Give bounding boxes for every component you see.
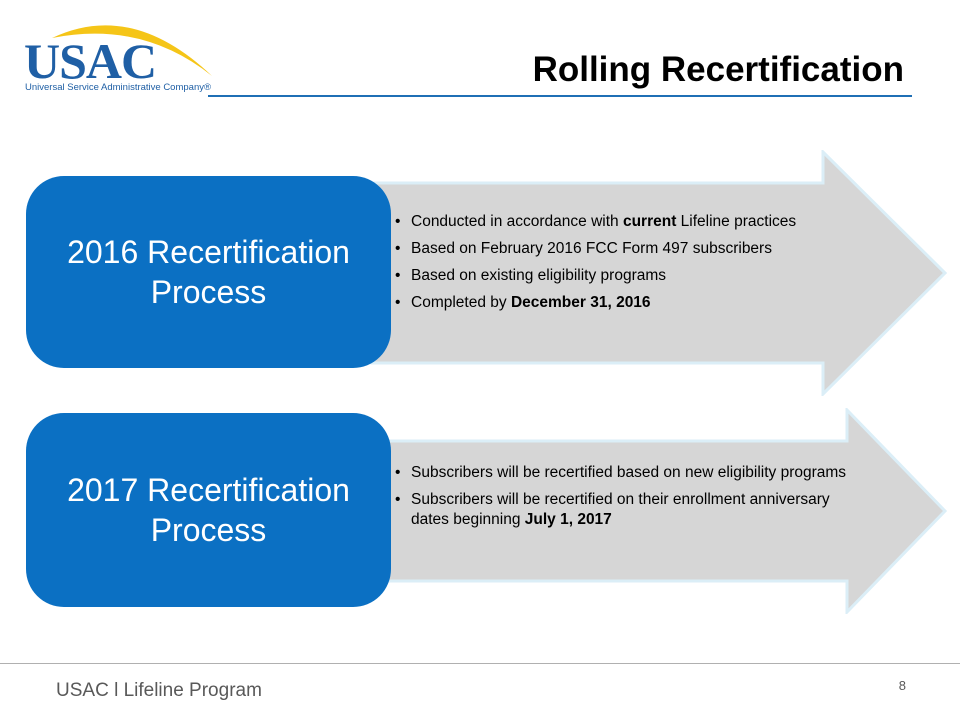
- panel-2017-heading-box: 2017 Recertification Process: [26, 413, 391, 607]
- title-underline: [208, 95, 912, 97]
- panel-2017-heading-line1: 2017 Recertification: [67, 472, 350, 508]
- logo-subtitle: Universal Service Administrative Company…: [25, 82, 211, 93]
- footer-program-label: USAC l Lifeline Program: [56, 680, 262, 701]
- panel-2016-heading-line2: Process: [150, 274, 267, 310]
- panel-2016-heading-line1: 2016 Recertification: [67, 234, 350, 270]
- panel-2016-bullets: Conducted in accordance with current Lif…: [395, 212, 855, 320]
- slide-title: Rolling Recertification: [532, 50, 904, 89]
- usac-logo: USAC Universal Service Administrative Co…: [22, 18, 222, 96]
- bullet-item: Conducted in accordance with current Lif…: [395, 212, 855, 232]
- panel-2016-heading-box: 2016 Recertification Process: [26, 176, 391, 368]
- logo-text: USAC: [24, 33, 157, 89]
- panel-2017-heading-line2: Process: [150, 512, 267, 548]
- bullet-item: Completed by December 31, 2016: [395, 293, 855, 313]
- bullet-item: Subscribers will be recertified on their…: [395, 490, 865, 530]
- page-number: 8: [898, 678, 906, 693]
- footer-divider: [0, 663, 960, 664]
- bullet-item: Based on February 2016 FCC Form 497 subs…: [395, 239, 855, 259]
- bullet-item: Based on existing eligibility programs: [395, 266, 855, 286]
- bullet-item: Subscribers will be recertified based on…: [395, 463, 865, 483]
- panel-2017-bullets: Subscribers will be recertified based on…: [395, 463, 865, 537]
- logo-swoosh-icon: [52, 25, 212, 76]
